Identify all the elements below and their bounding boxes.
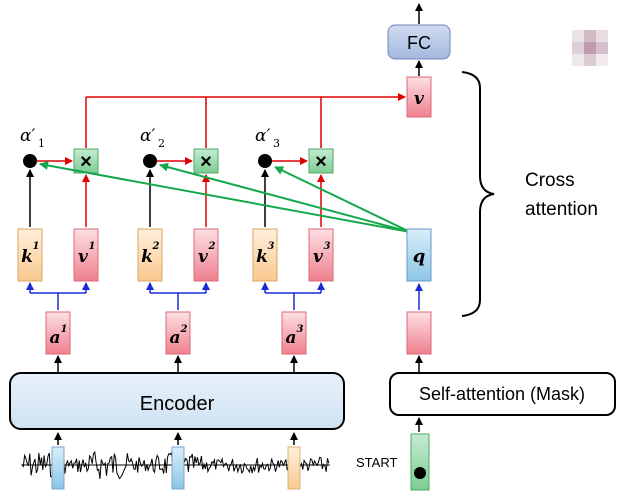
a-label-2: a	[169, 328, 180, 348]
a-vector-1: a 1	[45, 311, 71, 355]
blue-fork-3	[261, 282, 325, 310]
start-token-dot	[414, 467, 426, 479]
svg-text:α′: α′	[140, 126, 155, 146]
alpha-label-1: α′ 1	[20, 126, 45, 150]
window-3	[287, 446, 301, 490]
k-vector-3: k 3	[252, 228, 278, 282]
a-vector-3: a 3	[281, 311, 307, 355]
blue-fork-2	[146, 282, 210, 310]
v-vector-3: v 3	[308, 228, 334, 282]
start-token	[410, 433, 430, 491]
k-label-2: k	[141, 247, 153, 267]
a-vector-2: a 2	[165, 311, 191, 355]
alpha-label-2: α′ 2	[140, 126, 165, 150]
k-label-1: k	[21, 247, 33, 267]
k-sup-3: 3	[268, 241, 275, 252]
a-sup-3: 3	[297, 324, 304, 335]
a-label-1: a	[49, 328, 60, 348]
k-vector-1: k 1	[17, 228, 43, 282]
v-sup-2: 2	[208, 241, 216, 252]
a-label-3: a	[285, 328, 296, 348]
v-label-2: v	[198, 247, 209, 267]
alpha-node-3	[258, 154, 272, 168]
blue-fork-1	[26, 282, 90, 310]
k-sup-2: 2	[152, 241, 160, 252]
svg-text:×: ×	[80, 151, 92, 173]
svg-text:v: v	[414, 89, 425, 109]
svg-text:2: 2	[158, 137, 165, 150]
k-sup-1: 1	[33, 241, 40, 252]
weighted-sum-lines	[85, 93, 406, 148]
cross-attention-brace	[461, 71, 495, 317]
window-2	[171, 446, 185, 490]
alpha-node-1	[23, 154, 37, 168]
k-label-3: k	[256, 247, 268, 267]
cross-attention-label-line1: Cross	[525, 170, 575, 191]
v-vector-1: v 1	[73, 228, 99, 282]
svg-text:α′: α′	[20, 126, 35, 146]
svg-text:α′: α′	[255, 126, 270, 146]
alpha-node-2	[143, 154, 157, 168]
v-vector-2: v 2	[193, 228, 219, 282]
alpha-label-3: α′ 3	[255, 126, 280, 150]
v-label-1: v	[78, 247, 89, 267]
multiply-node-1: ×	[73, 148, 99, 174]
svg-text:×: ×	[315, 151, 327, 173]
k-vector-2: k 2	[137, 228, 163, 282]
svg-text:3: 3	[273, 137, 280, 150]
a-sup-1: 1	[61, 324, 68, 335]
encoder-block	[9, 372, 345, 430]
encoder-label: Encoder	[140, 393, 215, 415]
fc-label: FC	[407, 33, 431, 53]
v-sup-3: 3	[324, 241, 331, 252]
v-label-3: v	[313, 247, 324, 267]
decoder-hidden-vector	[406, 311, 432, 355]
v-sup-1: 1	[89, 241, 96, 252]
multiply-node-2: ×	[193, 148, 219, 174]
svg-text:×: ×	[200, 151, 212, 173]
self-attention-block	[389, 372, 616, 416]
a-sup-2: 2	[180, 324, 188, 335]
output-v-vector: v	[406, 76, 432, 118]
window-1	[51, 446, 65, 490]
fc-block	[387, 24, 451, 60]
q-to-k-attention-lines	[39, 161, 411, 233]
multiply-node-3: ×	[308, 148, 334, 174]
blurred-thumbnail	[572, 30, 608, 66]
start-label: START	[356, 455, 397, 470]
self-attention-label: Self-attention (Mask)	[419, 384, 585, 404]
q-vector: q	[406, 228, 432, 282]
cross-attention-label-line2: attention	[525, 199, 598, 220]
svg-text:1: 1	[38, 137, 45, 150]
svg-text:q: q	[413, 246, 426, 267]
